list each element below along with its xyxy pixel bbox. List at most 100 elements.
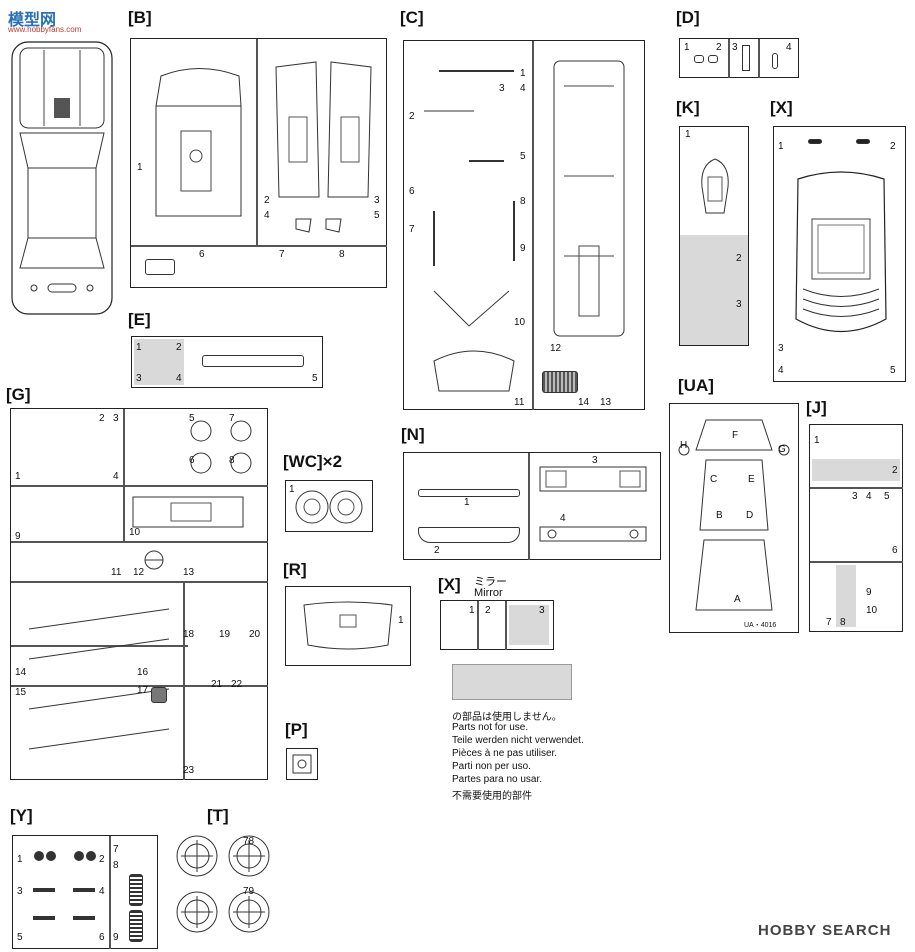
part-num: 4 [786, 42, 792, 53]
part-num: 3 [539, 605, 545, 616]
small-bracket-part [292, 754, 312, 774]
sprue-x-mirror-subtitle-jp: ミラー [474, 576, 507, 588]
part-num: F [732, 430, 739, 441]
part-num: 7 [229, 413, 235, 424]
sprue-d-label: [D] [676, 8, 700, 27]
sprue-j: 1 2 3 4 5 6 7 8 9 10 [809, 424, 903, 632]
part-num: 1 [136, 342, 142, 353]
part-num: 15 [15, 687, 27, 698]
part-num: 3 [732, 42, 738, 53]
part-num: 19 [219, 629, 231, 640]
car-body-part [795, 171, 887, 333]
part-num: 9 [520, 243, 526, 254]
wiper-part [808, 139, 822, 144]
part-num: C [710, 474, 718, 485]
part-num: 3 [136, 373, 142, 384]
not-used-note-es: Partes para no usar. [452, 774, 543, 785]
steering-wheel-part [144, 550, 164, 570]
wheel-rim-parts [295, 490, 363, 524]
part-num: 8 [113, 860, 119, 871]
sprue-n-label: [N] [401, 425, 425, 444]
part-num: A [734, 594, 741, 605]
part-num: 3 [499, 83, 505, 94]
small-clip-part [694, 55, 704, 63]
part-num: 5 [374, 210, 380, 221]
wiper-part [856, 139, 870, 144]
watermark-logo: 模型网 [8, 12, 57, 29]
sprue-k-label: [K] [676, 98, 700, 117]
sprue-r-label: [R] [283, 560, 307, 579]
small-plate-part [145, 259, 175, 275]
part-num: 2 [409, 111, 415, 122]
part-num: 4 [866, 491, 872, 502]
not-used-note-zh: 不需要使用的部件 [452, 791, 532, 802]
part-num: 13 [183, 567, 195, 578]
part-num: 3 [113, 413, 119, 424]
part-num: 7 [113, 844, 119, 855]
part-num: 4 [113, 471, 119, 482]
sprue-b: 1 2 3 4 5 6 7 8 [130, 38, 387, 288]
part-num: 6 [892, 545, 898, 556]
car-body-top-view [11, 41, 113, 315]
part-num: 16 [137, 667, 149, 678]
part-num: 9 [15, 531, 21, 542]
tail-lamp-part [129, 910, 143, 942]
spoiler-part [418, 489, 520, 497]
small-pin-part [772, 53, 778, 69]
door-panel-parts [275, 61, 372, 198]
part-num: 1 [289, 484, 295, 495]
part-num: 1 [778, 141, 784, 152]
part-num: 18 [183, 629, 195, 640]
sprue-x-label: [X] [770, 98, 793, 117]
part-num: 8 [520, 196, 526, 207]
sprue-wc: 1 [285, 480, 373, 532]
sprue-b-label: [B] [128, 8, 152, 27]
rear-panel-part [303, 601, 393, 650]
part-num: 1 [520, 68, 526, 79]
headlight-parts [33, 851, 96, 920]
part-num: 2 [99, 413, 105, 424]
part-num: 20 [249, 629, 261, 640]
sprue-e-label: [E] [128, 310, 151, 329]
not-used-swatch [452, 664, 572, 700]
chassis-frame-part [553, 60, 625, 337]
watermark-url: www.hobbyfans.com [8, 25, 82, 34]
part-num: 12 [550, 343, 562, 354]
part-num: 78 [243, 836, 255, 847]
part-num: B [716, 510, 723, 521]
part-num: 5 [17, 932, 23, 943]
part-num: 6 [199, 249, 205, 260]
part-num: 1 [464, 497, 470, 508]
bumper-bar-part [202, 355, 304, 367]
part-num: 13 [600, 397, 612, 408]
part-num: 17 [137, 685, 149, 696]
spring-part [742, 45, 750, 71]
sprue-r: 1 [285, 586, 411, 666]
part-num: 4 [176, 373, 182, 384]
grille-part [539, 466, 647, 492]
part-num: 79 [243, 886, 255, 897]
unused-area-j2 [836, 565, 856, 627]
sprue-g-label: [G] [6, 385, 31, 404]
part-num: 2 [892, 465, 898, 476]
part-num: 6 [409, 186, 415, 197]
front-lip-part [418, 527, 520, 543]
sprue-d: 1 2 3 4 [679, 38, 799, 78]
not-used-note-de: Teile werden nicht verwendet. [452, 735, 584, 746]
part-num: 8 [229, 455, 235, 466]
part-num: 9 [113, 932, 119, 943]
part-num: 4 [560, 513, 566, 524]
part-num: 5 [890, 365, 896, 376]
part-num: 3 [778, 343, 784, 354]
part-num: 1 [814, 435, 820, 446]
seat-parts [295, 218, 342, 233]
part-num: 10 [514, 317, 526, 328]
sprue-y-label: [Y] [10, 806, 33, 825]
part-num: 14 [15, 667, 27, 678]
unused-area-k [680, 235, 748, 345]
part-num: 2 [99, 854, 105, 865]
part-num: H [680, 440, 688, 451]
sprue-c-label: [C] [400, 8, 424, 27]
part-num: 5 [312, 373, 318, 384]
part-num: G [778, 444, 786, 455]
